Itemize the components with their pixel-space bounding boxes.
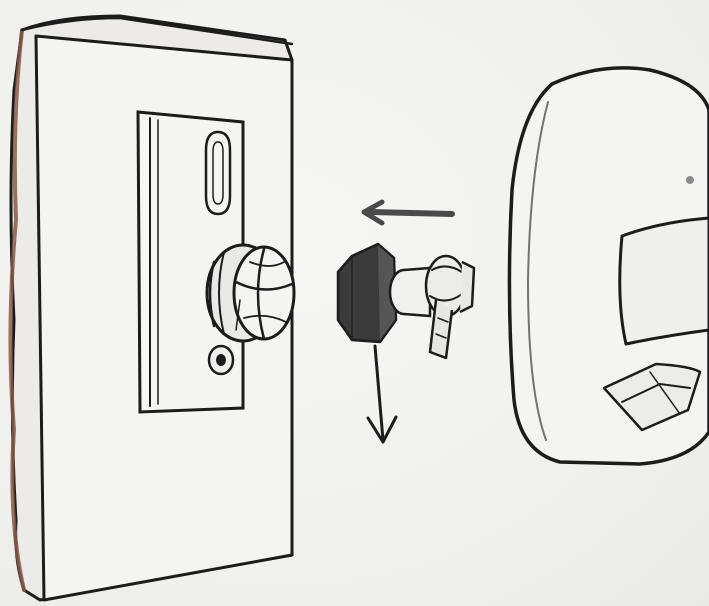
nut-drop-arrow (366, 344, 398, 444)
assembly-arrow-left (361, 199, 455, 226)
hex-nut (336, 242, 398, 344)
bracket-ball-joint (205, 243, 296, 343)
mounting-bracket (136, 110, 245, 414)
sensor-unit (507, 66, 709, 466)
threaded-stud (388, 254, 476, 360)
